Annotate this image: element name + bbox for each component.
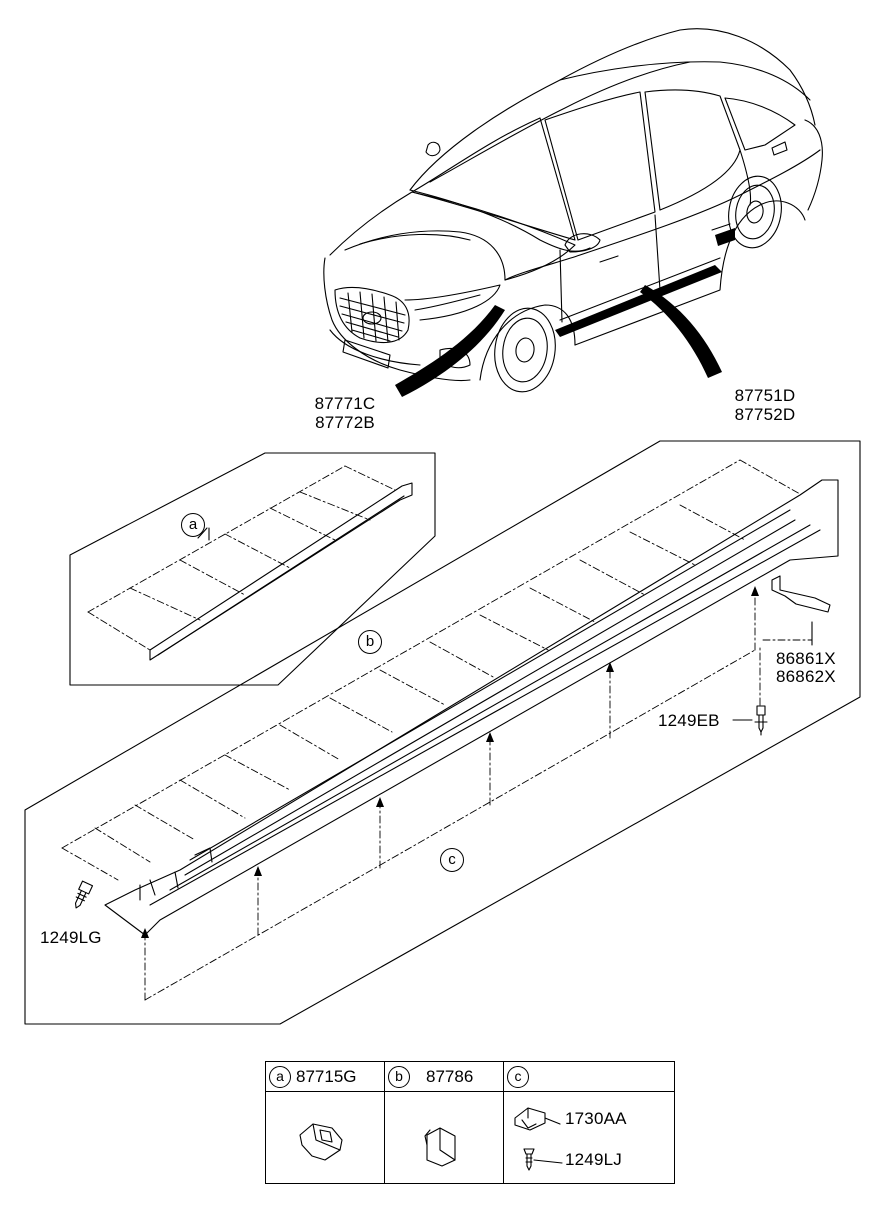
legend-cell-b (384, 1091, 504, 1184)
legend-part-87715g: 87715G (296, 1066, 357, 1086)
legend-cell-a (265, 1091, 385, 1184)
marker-b: b (358, 630, 382, 654)
legend-marker-b: b (388, 1065, 410, 1088)
side-sill-panel (24, 440, 861, 1025)
legend-marker-a: a (269, 1065, 291, 1088)
car-illustration (323, 28, 823, 397)
legend-header-c: c (503, 1061, 675, 1092)
legend-part-1249lj: 1249LJ (565, 1150, 622, 1169)
marker-c: c (440, 848, 464, 872)
callout-86861x: 86861X (776, 649, 836, 668)
legend-cell-c: 1730AA 1249LJ (503, 1091, 675, 1184)
callout-86862x: 86862X (776, 667, 836, 686)
callout-87751d: 87751D (734, 386, 796, 405)
marker-a: a (181, 513, 205, 537)
callout-87752d: 87752D (734, 405, 796, 424)
front-molding-panel (69, 452, 436, 686)
callout-87772b: 87772B (315, 413, 375, 432)
legend-part-87786: 87786 (426, 1066, 474, 1086)
legend-part-1730aa: 1730AA (565, 1109, 627, 1128)
callout-87771c: 87771C (314, 394, 376, 413)
callout-1249eb: 1249EB (658, 711, 720, 730)
legend-header-b: b 87786 (384, 1061, 504, 1092)
callout-1249lg: 1249LG (40, 928, 102, 947)
legend-marker-c: c (507, 1065, 529, 1088)
